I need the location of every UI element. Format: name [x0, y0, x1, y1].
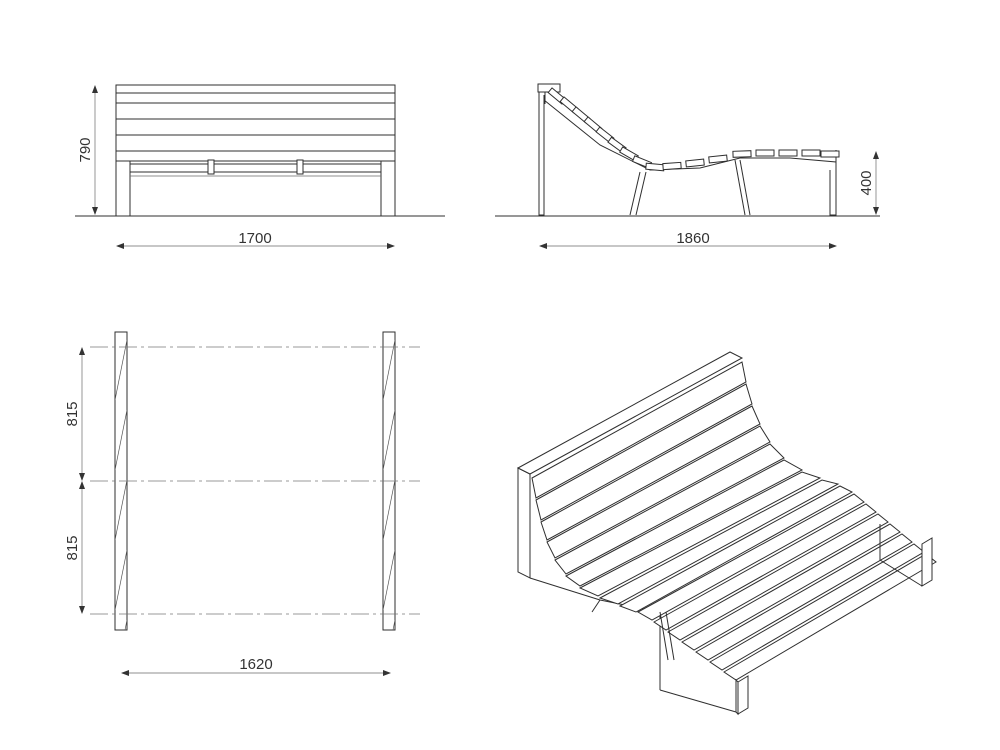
perspective-legs: [591, 524, 933, 716]
side-view: 400 1860: [495, 83, 880, 249]
top-depth-dimension: 815 815: [64, 347, 85, 614]
front-width-label: 1700: [238, 230, 271, 247]
side-length-dimension: 1860: [539, 230, 837, 249]
top-left-frame: [114, 331, 128, 631]
front-view: 790 1700: [75, 84, 445, 249]
side-seat-height-label: 400: [858, 170, 875, 195]
front-right-leg: [380, 160, 396, 217]
top-centerlines: [90, 346, 420, 615]
top-right-frame: [382, 331, 396, 631]
front-seat-edge: [115, 150, 396, 162]
perspective-seat-slats: [598, 479, 937, 681]
front-height-dimension: 790: [77, 85, 98, 215]
perspective-backrest-slats: [531, 361, 822, 597]
front-backrest: [115, 84, 396, 152]
top-width-dimension: 1620: [121, 656, 391, 676]
front-height-label: 790: [77, 137, 94, 162]
top-width-label: 1620: [239, 656, 272, 673]
front-crossbeam: [129, 159, 382, 177]
perspective-left-frame: [516, 351, 744, 690]
front-left-leg: [115, 160, 131, 217]
side-seat-height-dimension: 400: [858, 151, 879, 215]
side-slats: [547, 87, 840, 172]
perspective-view: [516, 351, 937, 716]
top-depth-half-1-label: 815: [64, 401, 81, 426]
top-view: 815 815 1620: [64, 331, 420, 676]
side-length-label: 1860: [676, 230, 709, 247]
top-depth-half-2-label: 815: [64, 535, 81, 560]
front-width-dimension: 1700: [116, 230, 395, 249]
